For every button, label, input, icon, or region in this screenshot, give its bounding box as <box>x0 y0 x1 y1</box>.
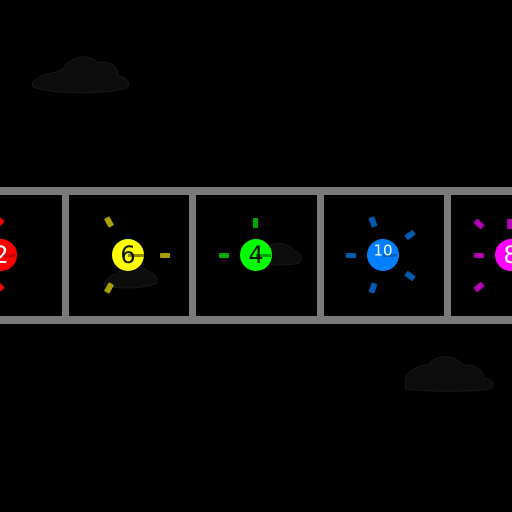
marker-icon <box>160 253 170 258</box>
marker-icon <box>404 230 416 240</box>
track <box>0 187 512 324</box>
tile-magenta[interactable]: 8 <box>451 195 512 316</box>
cloud-icon <box>404 356 494 392</box>
track-divider <box>189 187 196 324</box>
sky-decoration <box>31 56 494 392</box>
marker-icon <box>104 282 114 294</box>
badge-number: 8 <box>503 241 512 269</box>
badge-hand <box>128 254 144 257</box>
track-divider <box>317 187 324 324</box>
marker-icon <box>404 271 416 281</box>
cloud-shadow <box>103 264 158 289</box>
track-top-rail <box>0 187 512 195</box>
marker-icon <box>507 219 512 229</box>
marker-icon <box>219 253 229 258</box>
track-divider <box>444 187 451 324</box>
marker-icon <box>473 281 485 293</box>
badge-hand <box>256 254 271 257</box>
track-bottom-rail <box>0 316 512 324</box>
marker-icon <box>368 216 378 228</box>
marker-icon <box>368 282 378 294</box>
badge-hand <box>383 254 397 257</box>
tile-red[interactable]: 2 <box>0 195 62 316</box>
marker-icon <box>253 218 258 228</box>
badge-number: 10 <box>373 242 392 260</box>
marker-icon <box>346 253 356 258</box>
marker-icon <box>0 217 5 228</box>
badge-hand <box>1 254 15 257</box>
cloud-icon <box>31 56 129 94</box>
tile-green[interactable]: 4 <box>196 195 317 316</box>
tile-yellow[interactable]: 6 <box>69 195 189 316</box>
marker-icon <box>104 216 114 228</box>
marker-icon <box>473 218 485 230</box>
marker-icon <box>474 253 484 258</box>
track-divider <box>62 187 69 324</box>
badge-number: 4 <box>248 241 263 269</box>
number-badge <box>495 239 512 271</box>
tile-blue[interactable]: 10 <box>324 195 444 316</box>
badge-number: 6 <box>120 241 135 269</box>
badge-number: 2 <box>0 241 9 269</box>
marker-icon <box>0 281 5 292</box>
